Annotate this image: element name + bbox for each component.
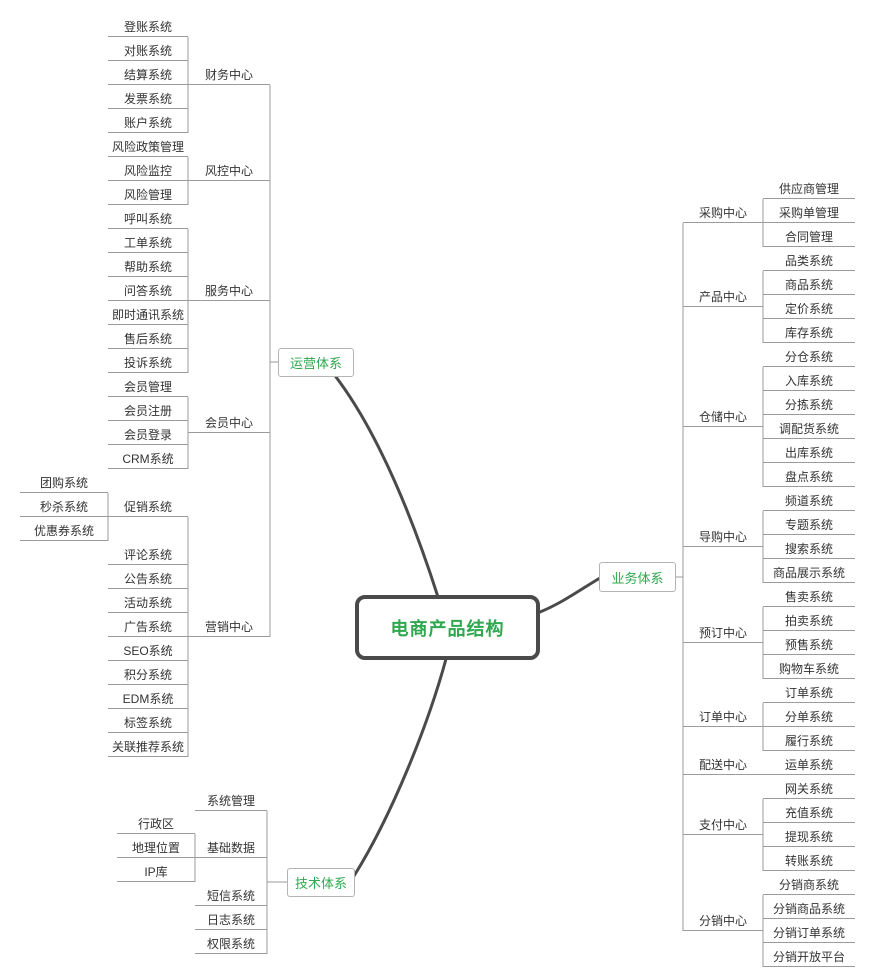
topic-node[interactable]: 权限系统 — [195, 936, 267, 954]
topic-node[interactable]: 分销开放平台 — [763, 949, 855, 967]
central-branch-curve — [334, 375, 440, 599]
topic-node[interactable]: 分销订单系统 — [763, 925, 855, 943]
topic-node[interactable]: 订单中心 — [683, 709, 763, 727]
topic-node[interactable]: 即时通讯系统 — [108, 307, 188, 325]
topic-node[interactable]: 提现系统 — [763, 829, 855, 847]
topic-node[interactable]: 促销系统 — [108, 499, 188, 517]
topic-node[interactable]: 地理位置 — [117, 840, 195, 858]
topic-node[interactable]: 调配货系统 — [763, 421, 855, 439]
topic-node[interactable]: 短信系统 — [195, 888, 267, 906]
central-topic[interactable]: 电商产品结构 — [355, 595, 540, 660]
topic-node[interactable]: 专题系统 — [763, 517, 855, 535]
topic-node[interactable]: 基础数据 — [195, 840, 267, 858]
topic-node[interactable]: 分仓系统 — [763, 349, 855, 367]
topic-node[interactable]: 拍卖系统 — [763, 613, 855, 631]
topic-node[interactable]: 采购中心 — [683, 205, 763, 223]
topic-node[interactable]: 广告系统 — [108, 619, 188, 637]
topic-node[interactable]: 网关系统 — [763, 781, 855, 799]
topic-node[interactable]: 会员中心 — [188, 415, 270, 433]
topic-node[interactable]: 定价系统 — [763, 301, 855, 319]
topic-node[interactable]: 订单系统 — [763, 685, 855, 703]
topic-node[interactable]: 风控中心 — [188, 163, 270, 181]
topic-node[interactable]: 活动系统 — [108, 595, 188, 613]
topic-node[interactable]: 分拣系统 — [763, 397, 855, 415]
topic-node[interactable]: 分单系统 — [763, 709, 855, 727]
topic-node[interactable]: 入库系统 — [763, 373, 855, 391]
topic-node[interactable]: 会员管理 — [108, 379, 188, 397]
topic-node[interactable]: 转账系统 — [763, 853, 855, 871]
topic-node[interactable]: 标签系统 — [108, 715, 188, 733]
topic-node[interactable]: 系统管理 — [195, 793, 267, 811]
branch-node[interactable]: 技术体系 — [287, 868, 355, 897]
topic-node[interactable]: 结算系统 — [108, 67, 188, 85]
topic-node[interactable]: 售卖系统 — [763, 589, 855, 607]
topic-node[interactable]: 问答系统 — [108, 283, 188, 301]
topic-node[interactable]: SEO系统 — [108, 643, 188, 661]
branch-node[interactable]: 运营体系 — [278, 348, 354, 377]
topic-node[interactable]: 评论系统 — [108, 547, 188, 565]
topic-node[interactable]: 登账系统 — [108, 19, 188, 37]
topic-node[interactable]: 产品中心 — [683, 289, 763, 307]
topic-node[interactable]: 关联推荐系统 — [108, 739, 188, 757]
topic-node[interactable]: 呼叫系统 — [108, 211, 188, 229]
topic-node[interactable]: 风险管理 — [108, 187, 188, 205]
topic-node[interactable]: 售后系统 — [108, 331, 188, 349]
topic-node[interactable]: 导购中心 — [683, 529, 763, 547]
topic-node[interactable]: 对账系统 — [108, 43, 188, 61]
topic-node[interactable]: 营销中心 — [188, 619, 270, 637]
topic-node[interactable]: 支付中心 — [683, 817, 763, 835]
topic-node[interactable]: 账户系统 — [108, 115, 188, 133]
topic-node[interactable]: 风险政策管理 — [108, 139, 188, 157]
central-topic-label: 电商产品结构 — [390, 618, 505, 639]
topic-node[interactable]: 盘点系统 — [763, 469, 855, 487]
topic-node[interactable]: 库存系统 — [763, 325, 855, 343]
central-branch-curve — [538, 576, 602, 614]
topic-node[interactable]: 仓储中心 — [683, 409, 763, 427]
topic-node[interactable]: 运单系统 — [763, 757, 855, 775]
topic-node[interactable]: 服务中心 — [188, 283, 270, 301]
topic-node[interactable]: 分销商系统 — [763, 877, 855, 895]
topic-node[interactable]: IP库 — [117, 864, 195, 882]
topic-node[interactable]: 供应商管理 — [763, 181, 855, 199]
topic-node[interactable]: 品类系统 — [763, 253, 855, 271]
topic-node[interactable]: 风险监控 — [108, 163, 188, 181]
topic-node[interactable]: 日志系统 — [195, 912, 267, 930]
branch-node[interactable]: 业务体系 — [599, 562, 676, 592]
topic-node[interactable]: 采购单管理 — [763, 205, 855, 223]
topic-node[interactable]: 优惠券系统 — [20, 523, 108, 541]
topic-node[interactable]: 出库系统 — [763, 445, 855, 463]
topic-node[interactable]: 公告系统 — [108, 571, 188, 589]
topic-node[interactable]: 履行系统 — [763, 733, 855, 751]
topic-node[interactable]: 购物车系统 — [763, 661, 855, 679]
topic-node[interactable]: CRM系统 — [108, 451, 188, 469]
topic-node[interactable]: 分销中心 — [683, 913, 763, 931]
topic-node[interactable]: 充值系统 — [763, 805, 855, 823]
topic-node[interactable]: 会员注册 — [108, 403, 188, 421]
topic-node[interactable]: 合同管理 — [763, 229, 855, 247]
topic-node[interactable]: 工单系统 — [108, 235, 188, 253]
central-branch-curve — [352, 657, 448, 878]
topic-node[interactable]: 发票系统 — [108, 91, 188, 109]
topic-node[interactable]: 投诉系统 — [108, 355, 188, 373]
topic-node[interactable]: 会员登录 — [108, 427, 188, 445]
topic-node[interactable]: 行政区 — [117, 816, 195, 834]
topic-node[interactable]: 商品展示系统 — [763, 565, 855, 583]
topic-node[interactable]: 配送中心 — [683, 757, 763, 775]
topic-node[interactable]: 商品系统 — [763, 277, 855, 295]
topic-node[interactable]: 分销商品系统 — [763, 901, 855, 919]
topic-node[interactable]: EDM系统 — [108, 691, 188, 709]
topic-node[interactable]: 财务中心 — [188, 67, 270, 85]
topic-node[interactable]: 频道系统 — [763, 493, 855, 511]
topic-node[interactable]: 帮助系统 — [108, 259, 188, 277]
topic-node[interactable]: 搜索系统 — [763, 541, 855, 559]
topic-node[interactable]: 秒杀系统 — [20, 499, 108, 517]
topic-node[interactable]: 积分系统 — [108, 667, 188, 685]
topic-node[interactable]: 团购系统 — [20, 475, 108, 493]
topic-node[interactable]: 预订中心 — [683, 625, 763, 643]
topic-node[interactable]: 预售系统 — [763, 637, 855, 655]
